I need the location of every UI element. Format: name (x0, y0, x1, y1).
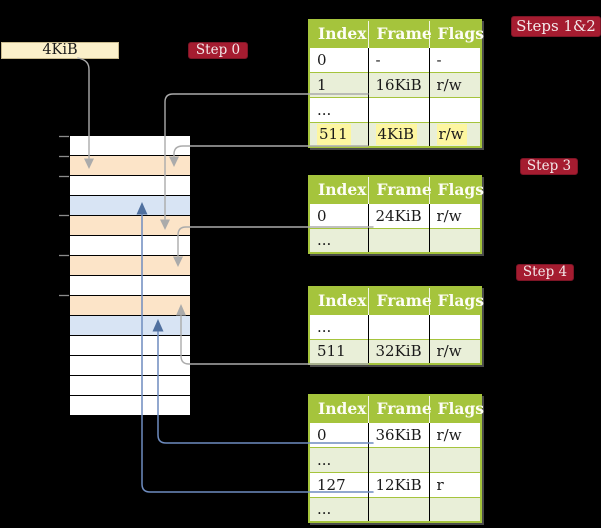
table-cell: r/w (428, 202, 481, 228)
table-cell: ... (309, 227, 368, 253)
memory-row-white (70, 376, 190, 395)
table-cell: r/w (428, 421, 481, 447)
column-header: Index (309, 176, 368, 203)
highlighted-value: 511 (317, 124, 351, 146)
table-cell: ... (309, 96, 368, 122)
memory-row-peach (70, 296, 190, 315)
step-3-badge: Step 3 (520, 158, 578, 175)
highlighted-value: 4KiB (375, 124, 418, 146)
column-header: Frame (367, 176, 432, 203)
table-cell: 32KiB (367, 338, 429, 364)
table-cell: 12KiB (367, 471, 429, 497)
column-header: Flags (428, 176, 484, 203)
table-cell (367, 496, 429, 522)
memory-ticks (59, 135, 69, 297)
table-cell: - (428, 46, 481, 72)
table-cell: 0 (309, 202, 368, 228)
table-cell (428, 313, 481, 339)
table-cell: 511 (309, 121, 368, 147)
table-cell: - (367, 46, 429, 72)
table-cell (367, 446, 429, 472)
page-size-box: 4KiB (1, 42, 119, 59)
table-row: ... (309, 313, 481, 339)
memory-row-peach (70, 216, 190, 235)
table-row: 511 4KiB r/w (309, 121, 481, 147)
table-cell: 0 (309, 421, 368, 447)
memory-row-peach (70, 156, 190, 175)
table-cell: 4KiB (367, 121, 429, 147)
memory-row-white (70, 356, 190, 375)
step-0-badge: Step 0 (188, 42, 248, 59)
column-header: Flags (428, 395, 484, 422)
table-row: ... (309, 496, 481, 522)
table-cell (367, 96, 429, 122)
table-cell (367, 313, 429, 339)
column-header: Frame (367, 20, 432, 47)
memory-row-white (70, 276, 190, 295)
column-header: Flags (428, 20, 484, 47)
column-header: Index (309, 395, 368, 422)
memory-row-blue (70, 196, 190, 215)
table-cell: 36KiB (367, 421, 429, 447)
table-cell: 24KiB (367, 202, 429, 228)
column-header: Flags (428, 287, 484, 314)
table-cell: 1 (309, 71, 368, 97)
table-cell: r/w (428, 71, 481, 97)
step-4-badge: Step 4 (516, 264, 574, 281)
table-cell: ... (309, 313, 368, 339)
highlighted-value: r/w (436, 124, 467, 146)
table-cell: 127 (309, 471, 368, 497)
table-cell: r/w (428, 121, 481, 147)
table-cell: r (428, 471, 481, 497)
table-cell (428, 227, 481, 253)
table-cell (428, 96, 481, 122)
column-header: Frame (367, 395, 432, 422)
table-cell: r/w (428, 338, 481, 364)
table-cell: ... (309, 496, 368, 522)
memory-row-white (70, 396, 190, 415)
table-cell (367, 227, 429, 253)
table-cell: 16KiB (367, 71, 429, 97)
table-cell (428, 446, 481, 472)
memory-row-white (70, 136, 190, 155)
table-row: ... (309, 96, 481, 122)
memory-row-white (70, 176, 190, 195)
page-size-label: 4KiB (42, 42, 78, 58)
table-cell: 0 (309, 46, 368, 72)
steps-1-2-badge: Steps 1&2 (511, 16, 601, 37)
memory-row-white (70, 336, 190, 355)
column-header: Frame (367, 287, 432, 314)
table-cell: 511 (309, 338, 368, 364)
memory-row-peach (70, 256, 190, 275)
column-header: Index (309, 287, 368, 314)
table-cell: ... (309, 446, 368, 472)
table-row: ... (309, 227, 481, 253)
column-header: Index (309, 20, 368, 47)
table-cell (428, 496, 481, 522)
table-row: ... (309, 446, 481, 472)
memory-row-white (70, 236, 190, 255)
table-row: 0-- (309, 46, 481, 72)
memory-row-blue (70, 316, 190, 335)
